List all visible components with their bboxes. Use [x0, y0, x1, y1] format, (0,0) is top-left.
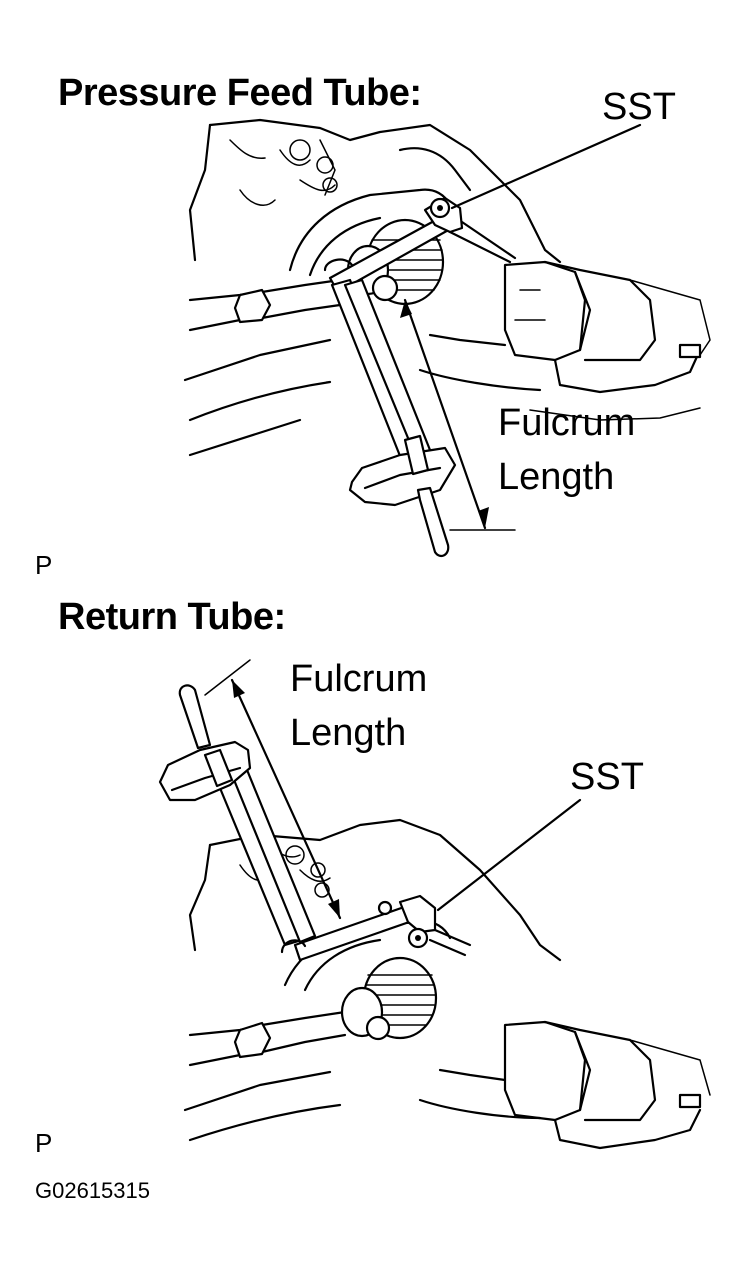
right-housing: [503, 1020, 711, 1150]
panel-marker: P: [35, 550, 53, 580]
return-tube-illustration: [158, 659, 711, 1150]
flare-nut: [233, 1021, 272, 1059]
union-fitting: [340, 956, 438, 1041]
pressure-feed-tube-title: Pressure Feed Tube:: [58, 72, 422, 114]
engine-block-background: [188, 118, 562, 264]
sst-label: SST: [570, 756, 644, 798]
fulcrum-length-dimension: [400, 298, 516, 531]
sst-leader-line: [450, 123, 642, 210]
right-housing: [503, 260, 711, 394]
return-tube-title: Return Tube:: [58, 596, 286, 638]
flare-nut: [233, 288, 272, 324]
return-tube: [183, 1010, 542, 1142]
sst-wrench: [293, 894, 472, 962]
sst-label: SST: [602, 86, 676, 128]
length-label: Length: [290, 712, 407, 754]
torque-wrench: [158, 684, 317, 954]
torque-wrench: [323, 258, 457, 558]
fulcrum-label: Fulcrum: [498, 402, 636, 444]
mounting-arch: [288, 188, 452, 272]
sst-leader-line: [436, 798, 582, 912]
panel-marker: P: [35, 1128, 53, 1158]
pressure-feed-tube-illustration: [183, 118, 711, 558]
fulcrum-label: Fulcrum: [290, 658, 428, 700]
length-label: Length: [498, 456, 615, 498]
figure-code: G02615315: [35, 1178, 150, 1203]
fulcrum-length-dimension: [204, 659, 342, 920]
